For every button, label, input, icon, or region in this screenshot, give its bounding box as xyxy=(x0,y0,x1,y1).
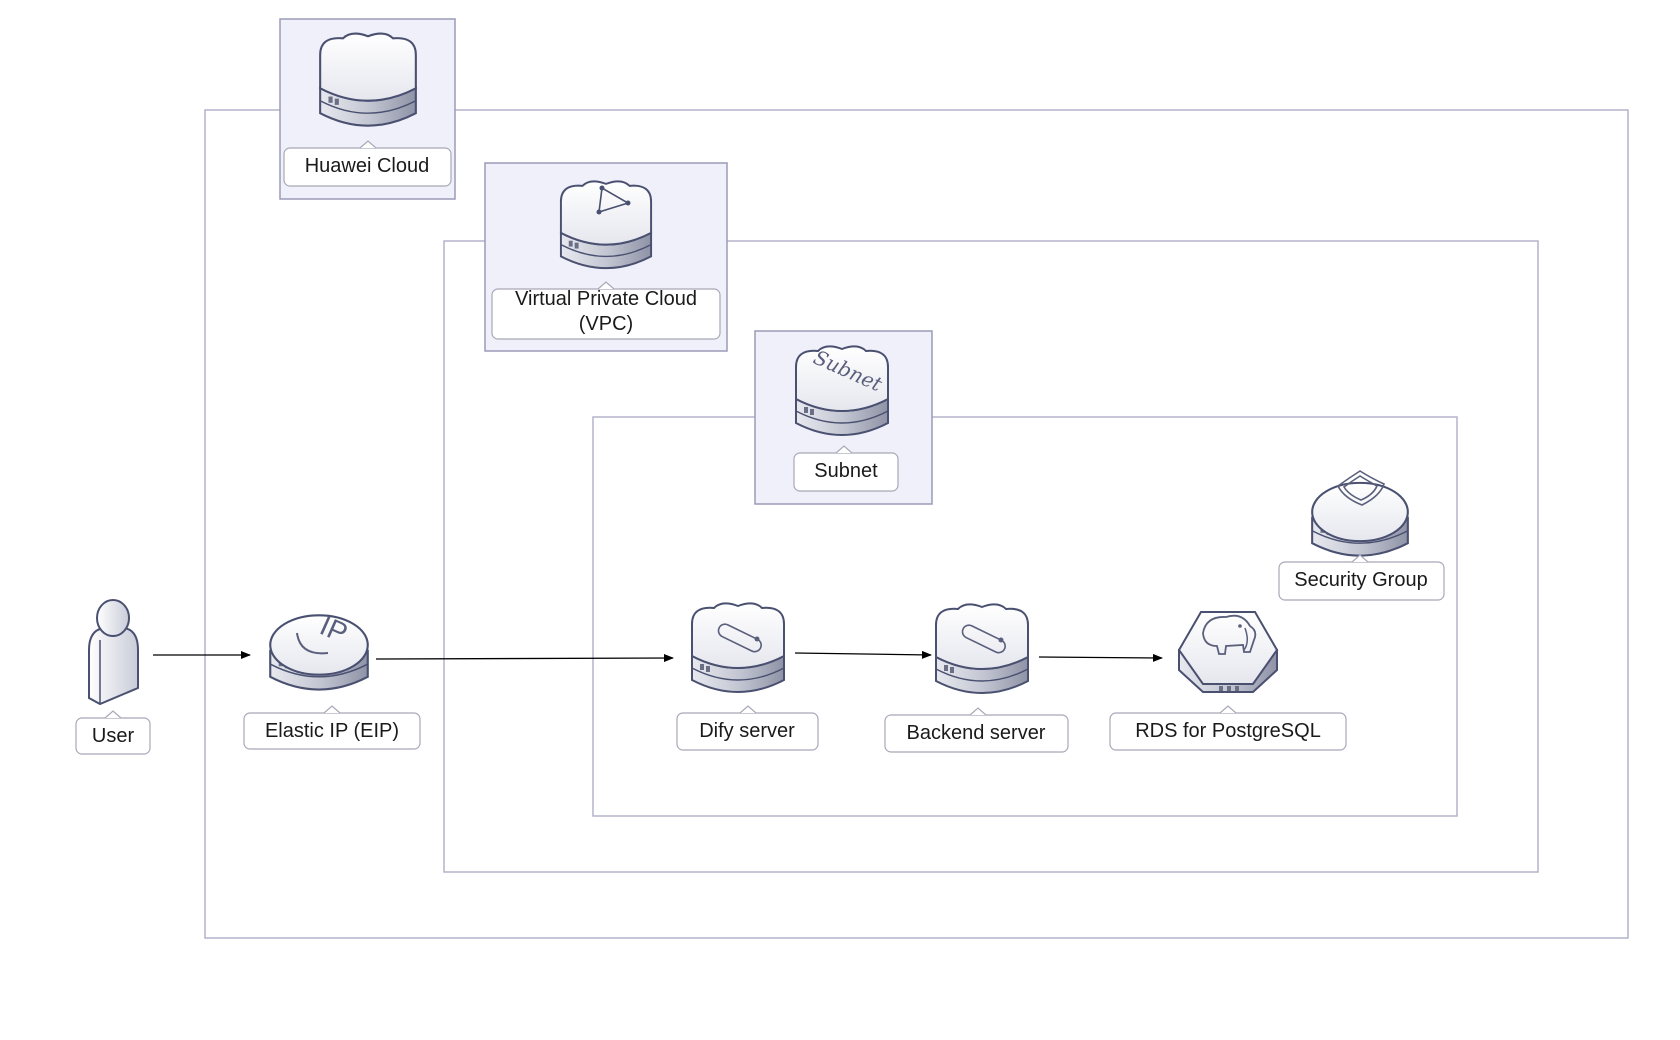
rds-postgresql-label: RDS for PostgreSQL xyxy=(1135,720,1321,742)
security-group-icon xyxy=(1312,483,1408,556)
edge-eip-dify xyxy=(375,654,674,663)
huawei-cloud-badge: Huawei Cloud xyxy=(279,18,456,200)
vpc-frame xyxy=(443,240,1539,873)
dify-server-icon xyxy=(692,603,784,692)
security-group-node: Security Group xyxy=(1278,470,1445,601)
shield-icon xyxy=(1336,470,1385,506)
subnet-badge: Subnet Subnet xyxy=(754,330,933,505)
eip-label: Elastic IP (EIP) xyxy=(265,720,399,742)
huawei-cloud-label: Huawei Cloud xyxy=(305,155,430,177)
security-group-label: Security Group xyxy=(1294,569,1427,591)
subnet-frame xyxy=(592,416,1458,817)
subnet-label: Subnet xyxy=(814,460,878,482)
user-icon xyxy=(88,599,139,706)
vpc-icon xyxy=(561,181,651,268)
rds-postgresql-icon xyxy=(1177,610,1279,694)
ecs-bar-icon xyxy=(961,624,1006,654)
huawei-cloud-icon xyxy=(320,34,416,126)
user-node: User xyxy=(75,599,151,755)
backend-server-icon xyxy=(936,604,1028,693)
elephant-icon xyxy=(1202,614,1257,655)
edge-backend-rds xyxy=(1038,653,1163,662)
backend-server-node: Backend server xyxy=(884,604,1069,753)
eip-arc-icon xyxy=(296,632,329,655)
ecs-bar-icon xyxy=(717,623,762,653)
dify-server-label: Dify server xyxy=(699,720,795,742)
edge-dify-backend xyxy=(794,650,932,659)
backend-server-label: Backend server xyxy=(907,722,1046,744)
vpc-badge: Virtual Private Cloud (VPC) xyxy=(484,162,728,352)
vpc-label-line2: (VPC) xyxy=(579,313,633,335)
dify-server-node: Dify server xyxy=(676,603,819,751)
huawei-cloud-frame xyxy=(204,109,1629,939)
user-label: User xyxy=(92,725,135,747)
eip-node: IP Elastic IP (EIP) xyxy=(243,610,421,750)
rds-postgresql-node: RDS for PostgreSQL xyxy=(1109,610,1347,751)
vpc-label-line1: Virtual Private Cloud xyxy=(515,288,697,310)
vpc-triangle-icon xyxy=(596,185,631,215)
